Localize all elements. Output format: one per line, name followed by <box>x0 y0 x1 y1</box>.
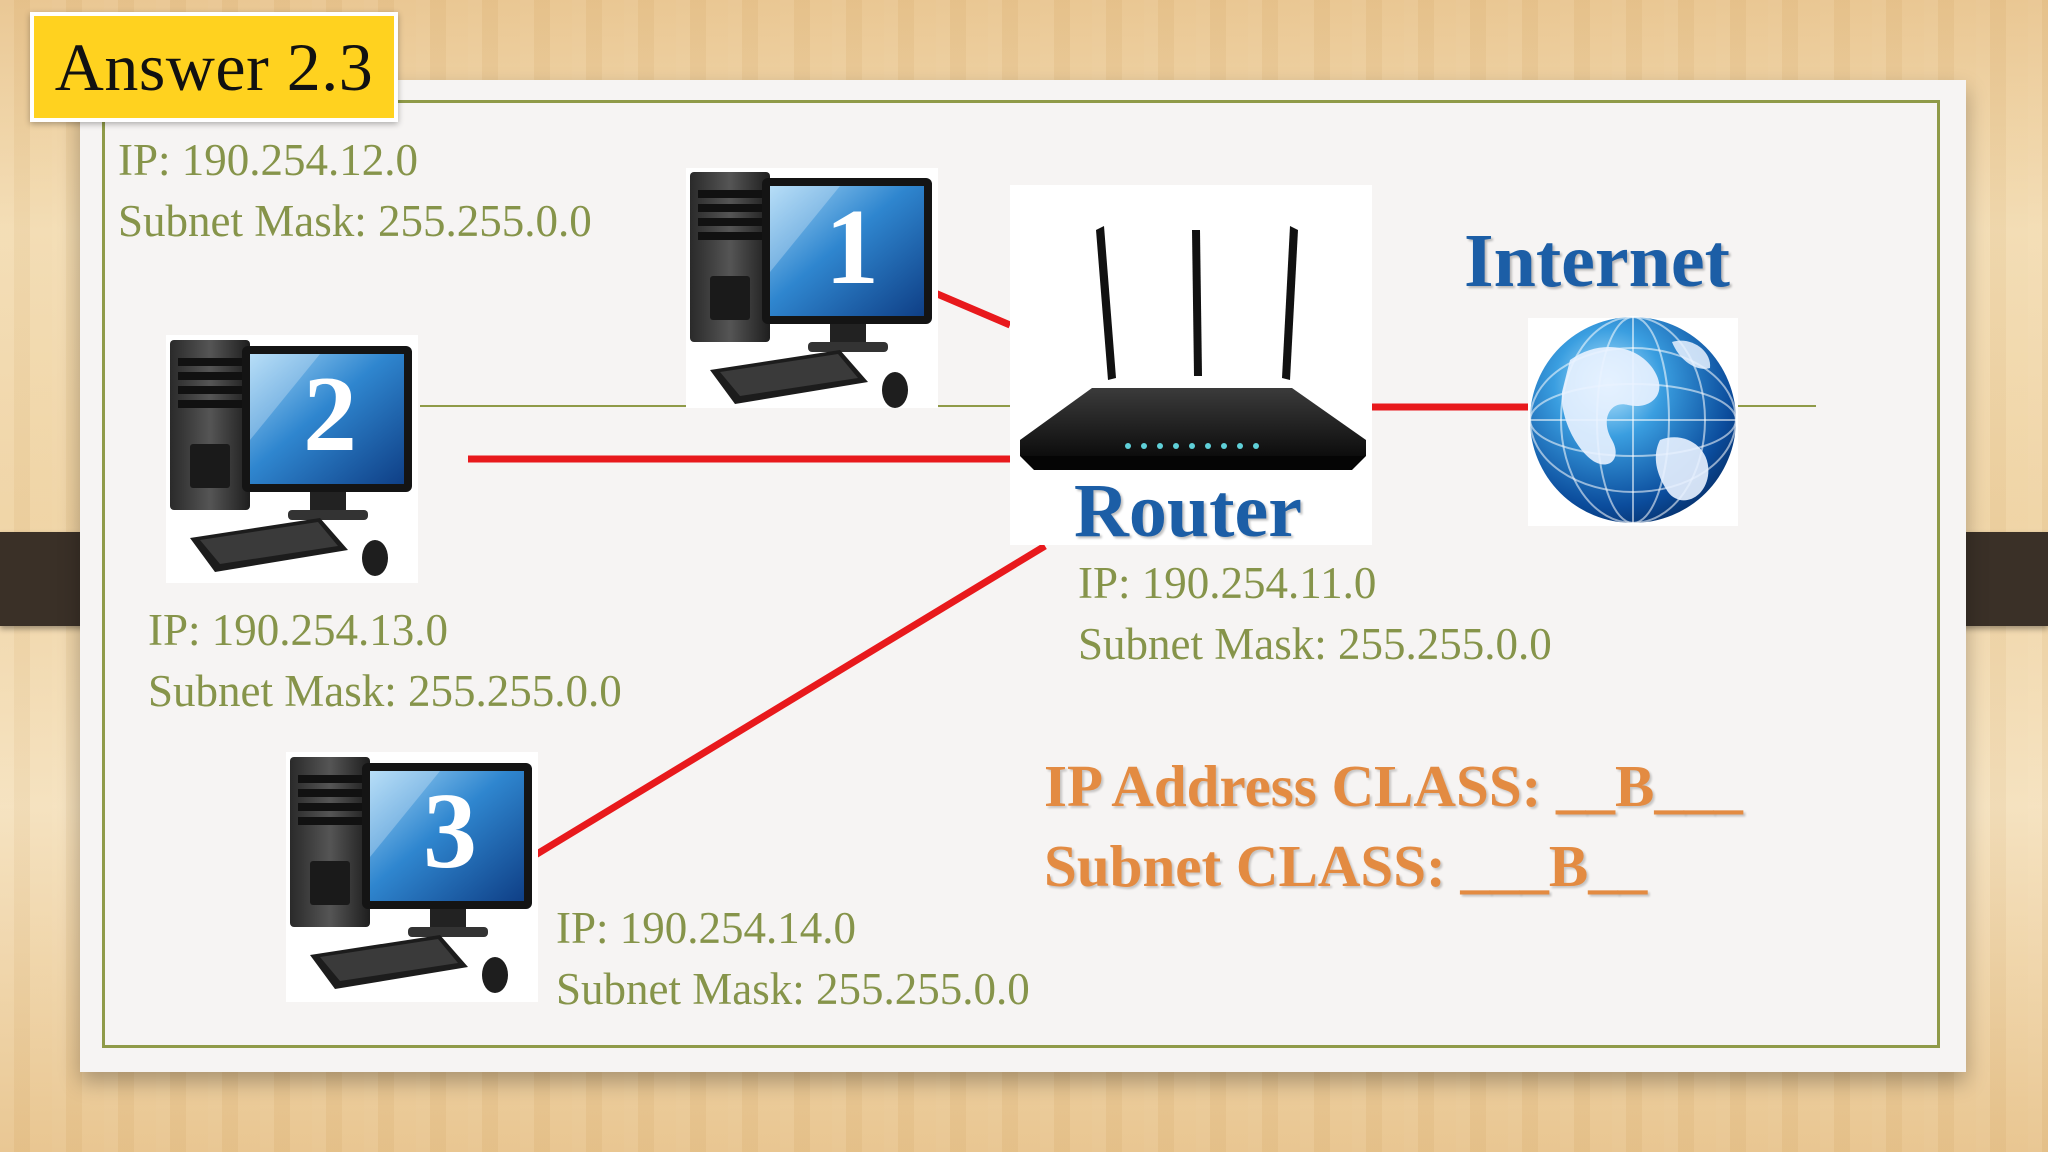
computer-2-ip-block: IP: 190.254.13.0 Subnet Mask: 255.255.0.… <box>148 600 622 722</box>
internet-label: Internet <box>1464 219 1730 303</box>
wifi-router-icon <box>1020 226 1366 470</box>
answers-block: IP Address CLASS: __B___ Subnet CLASS: _… <box>1044 746 1743 906</box>
computer-1-ip-block: IP: 190.254.12.0 Subnet Mask: 255.255.0.… <box>118 130 592 252</box>
desktop-computer-icon <box>170 340 412 576</box>
computer-1-ip: IP: 190.254.12.0 <box>118 135 419 185</box>
link-router-computer-3 <box>530 543 1047 860</box>
desktop-computer-icon <box>690 172 932 408</box>
computer-3-number: 3 <box>423 772 477 891</box>
computer-1-number: 1 <box>825 188 879 307</box>
slide-border <box>102 100 1940 1048</box>
computer-1-mask: Subnet Mask: 255.255.0.0 <box>118 196 592 246</box>
ip-class-answer: IP Address CLASS: __B___ <box>1044 753 1743 819</box>
computer-3: 3 <box>286 752 538 1002</box>
router-ip: IP: 190.254.11.0 <box>1078 558 1377 608</box>
subnet-class-answer: Subnet CLASS: ___B__ <box>1044 833 1648 899</box>
computer-2-mask: Subnet Mask: 255.255.0.0 <box>148 666 622 716</box>
computer-2-ip: IP: 190.254.13.0 <box>148 605 449 655</box>
computer-3-ip: IP: 190.254.14.0 <box>556 903 857 953</box>
computer-2: 2 <box>166 335 418 583</box>
router <box>1010 185 1372 545</box>
globe-icon <box>1529 316 1737 524</box>
slide-title: Answer 2.3 <box>30 12 398 122</box>
computer-3-mask: Subnet Mask: 255.255.0.0 <box>556 964 1030 1014</box>
link-router-computer-1 <box>933 289 1012 329</box>
router-ip-block: IP: 190.254.11.0 Subnet Mask: 255.255.0.… <box>1078 553 1552 675</box>
desktop-computer-icon <box>290 757 532 993</box>
computer-3-ip-block: IP: 190.254.14.0 Subnet Mask: 255.255.0.… <box>556 898 1030 1020</box>
internet-globe <box>1528 316 1738 526</box>
router-mask: Subnet Mask: 255.255.0.0 <box>1078 619 1552 669</box>
computer-2-number: 2 <box>303 355 357 474</box>
router-label: Router <box>1074 469 1302 553</box>
computer-1: 1 <box>686 168 938 408</box>
